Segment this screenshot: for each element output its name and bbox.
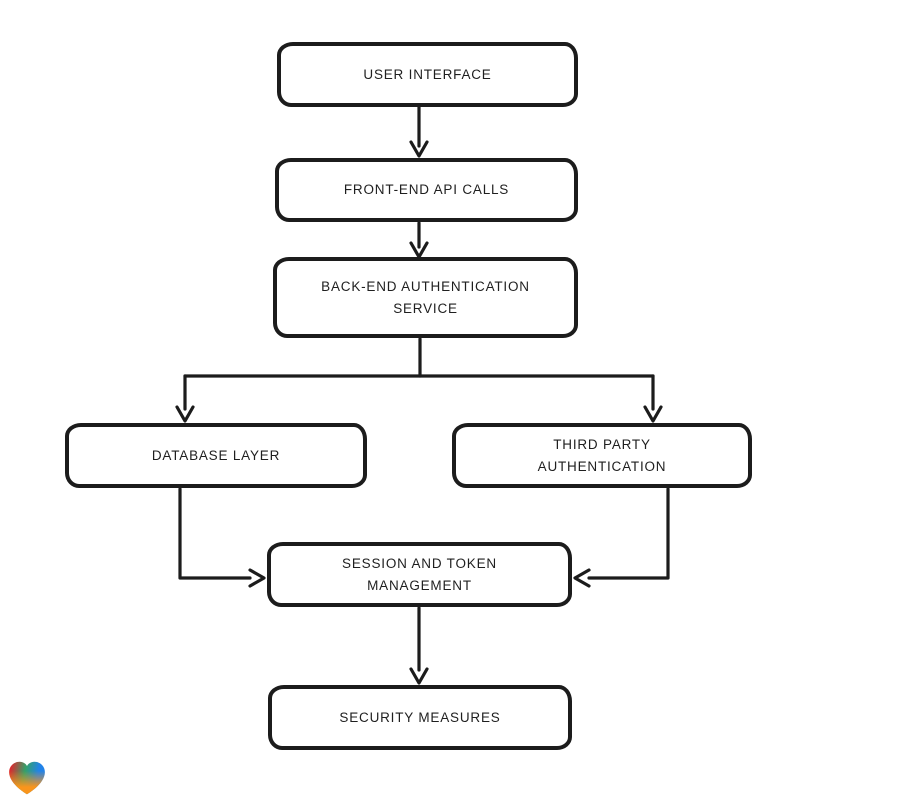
node-session-and-token-management-label: SESSION AND TOKEN MANAGEMENT <box>342 555 497 593</box>
lovable-badge[interactable] <box>8 760 46 796</box>
node-back-end-authentication-service-label: BACK-END AUTHENTICATION SERVICE <box>321 278 530 316</box>
edge-frontend-to-backend <box>409 221 429 259</box>
edge-database-to-session <box>178 487 266 588</box>
node-back-end-authentication-service: BACK-END AUTHENTICATION SERVICE <box>273 257 578 338</box>
node-front-end-api-calls-label: FRONT-END API CALLS <box>343 182 510 198</box>
node-database-layer: DATABASE LAYER <box>65 423 367 488</box>
node-third-party-authentication: THIRD PARTY AUTHENTICATION <box>452 423 752 488</box>
node-user-interface: USER INTERFACE <box>277 42 578 107</box>
gradient-heart-icon <box>9 761 45 795</box>
node-session-and-token-management: SESSION AND TOKEN MANAGEMENT <box>267 542 572 607</box>
edge-user-to-frontend <box>409 105 429 158</box>
edge-thirdparty-to-session <box>573 487 670 588</box>
node-security-measures-label: SECURITY MEASURES <box>339 709 501 725</box>
edge-session-to-security <box>409 606 429 685</box>
node-front-end-api-calls: FRONT-END API CALLS <box>275 158 578 222</box>
edge-backend-split <box>175 337 663 423</box>
node-security-measures: SECURITY MEASURES <box>268 685 572 750</box>
node-user-interface-label: USER INTERFACE <box>363 66 492 82</box>
node-third-party-authentication-label: THIRD PARTY AUTHENTICATION <box>537 436 667 474</box>
node-database-layer-label: DATABASE LAYER <box>151 447 281 463</box>
